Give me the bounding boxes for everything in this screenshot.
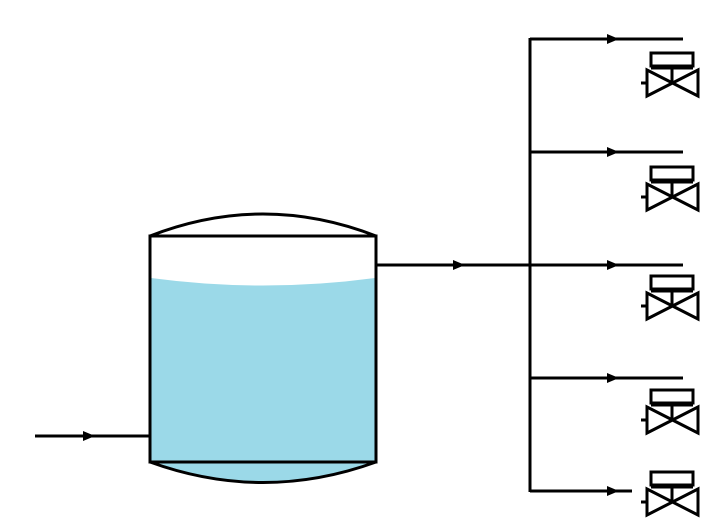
actuated-valve-icon (641, 51, 700, 99)
valve-2[interactable] (641, 165, 700, 213)
branch-lines (530, 34, 683, 496)
branch-4 (530, 373, 683, 383)
valve-group (641, 51, 700, 518)
valve-5[interactable] (641, 470, 700, 518)
flow-arrow-icon (607, 373, 619, 383)
flow-arrow-icon (607, 147, 619, 157)
flow-arrow-icon (607, 486, 619, 496)
branch-2 (530, 147, 683, 157)
tank-top-head (149, 212, 377, 238)
flow-arrow-icon (607, 260, 619, 270)
flow-arrow-icon (83, 431, 95, 441)
actuated-valve-icon (641, 274, 700, 322)
branch-5 (530, 486, 632, 496)
valve-1[interactable] (641, 51, 700, 99)
tank-shell (148, 234, 378, 464)
branch-3 (530, 260, 683, 270)
inlet-pipe (35, 431, 150, 441)
flow-arrow-icon (453, 260, 465, 270)
actuated-valve-icon (641, 165, 700, 213)
valve-4[interactable] (641, 388, 700, 436)
flow-arrow-icon (607, 34, 619, 44)
outlet-pipe (376, 260, 530, 270)
actuated-valve-icon (641, 388, 700, 436)
tank-liquid (151, 278, 375, 482)
valve-3[interactable] (641, 274, 700, 322)
branch-1 (530, 34, 683, 44)
actuated-valve-icon (641, 470, 700, 518)
tank-bottom-head (149, 460, 377, 484)
storage-tank (148, 212, 378, 484)
